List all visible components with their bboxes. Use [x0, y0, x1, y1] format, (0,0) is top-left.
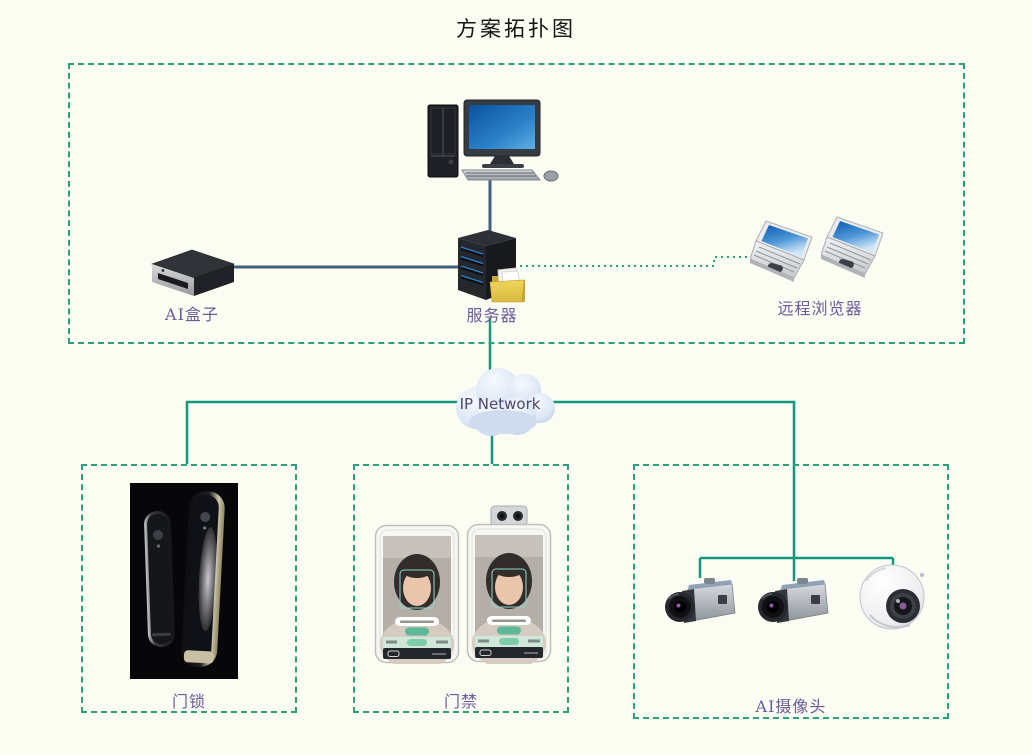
server-zone-box [68, 63, 965, 344]
access-control-zone-box [353, 464, 569, 713]
diagram-title: 方案拓扑图 [456, 17, 576, 41]
server-led-bays [460, 246, 484, 286]
remote-browser-label: 远程浏览器 [777, 299, 863, 318]
face-terminal-temp-icon [466, 505, 552, 669]
laptop-node-1 [749, 220, 824, 290]
dome-camera-node [856, 563, 932, 637]
cloud-icon [456, 368, 555, 436]
workstation-node [424, 98, 564, 188]
ai-camera-zone-box [633, 464, 949, 719]
laptop-icon [749, 220, 813, 282]
ai-camera-label: AI摄像头 [755, 697, 827, 716]
ai-box-node [146, 244, 238, 306]
door-lock-node [130, 483, 238, 683]
network-cloud [443, 364, 563, 448]
ai-box-icon [151, 249, 235, 296]
laptop-node-2 [820, 216, 895, 286]
access-control-label: 门禁 [443, 692, 479, 711]
box-camera-node-1 [662, 577, 740, 639]
ai-box-label: AI盒子 [165, 305, 219, 324]
door-lock-label: 门锁 [171, 692, 207, 711]
desktop-computer-icon [427, 99, 559, 182]
server-icon [458, 230, 525, 303]
face-terminal-icon [374, 524, 460, 670]
box-camera-icon [758, 578, 829, 623]
door-lock-zone-box [81, 464, 297, 713]
server-node [452, 226, 532, 310]
box-camera-icon [665, 578, 736, 623]
door-lock-photo [130, 483, 238, 679]
folder-icon [489, 267, 525, 303]
box-camera-node-2 [755, 577, 833, 639]
access-terminal-node-2 [464, 505, 554, 669]
line-cloud-doorlock [185, 400, 460, 464]
laptop-icon [820, 216, 884, 278]
network-label: IP Network [459, 395, 541, 413]
dome-camera-icon [859, 564, 925, 630]
server-label: 服务器 [466, 306, 518, 325]
access-terminal-node-1 [374, 524, 460, 670]
